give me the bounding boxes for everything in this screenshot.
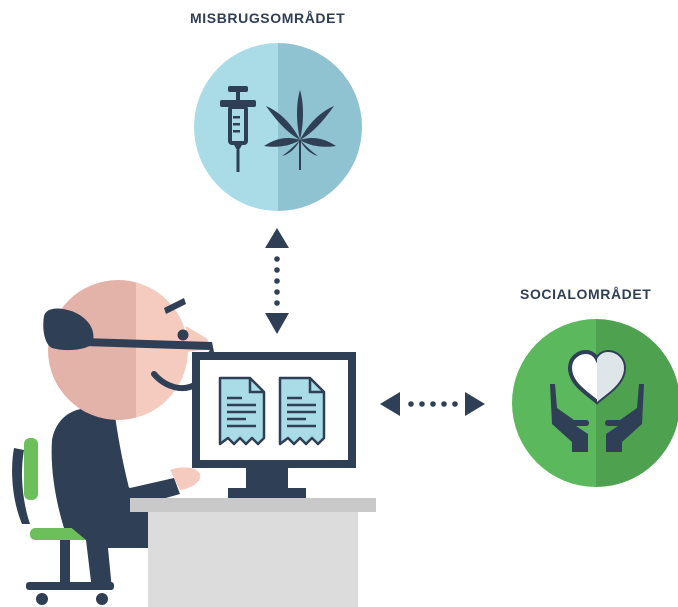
person-head bbox=[43, 280, 214, 420]
document-icon bbox=[218, 376, 266, 446]
document-icon bbox=[278, 376, 326, 446]
person-body bbox=[51, 408, 201, 590]
social-label: SOCIALOMRÅDET bbox=[520, 286, 652, 302]
syringe-icon bbox=[220, 86, 256, 172]
social-circle bbox=[512, 319, 678, 487]
heart-in-hands-icon bbox=[550, 349, 644, 452]
misbrug-label: MISBRUGSOMRÅDET bbox=[190, 10, 346, 26]
misbrug-circle bbox=[194, 43, 362, 211]
horizontal-connector-arrow bbox=[380, 392, 485, 416]
desk bbox=[130, 498, 376, 607]
vertical-connector-arrow bbox=[265, 228, 289, 334]
computer-monitor bbox=[192, 352, 356, 498]
cannabis-leaf-icon bbox=[264, 90, 336, 170]
